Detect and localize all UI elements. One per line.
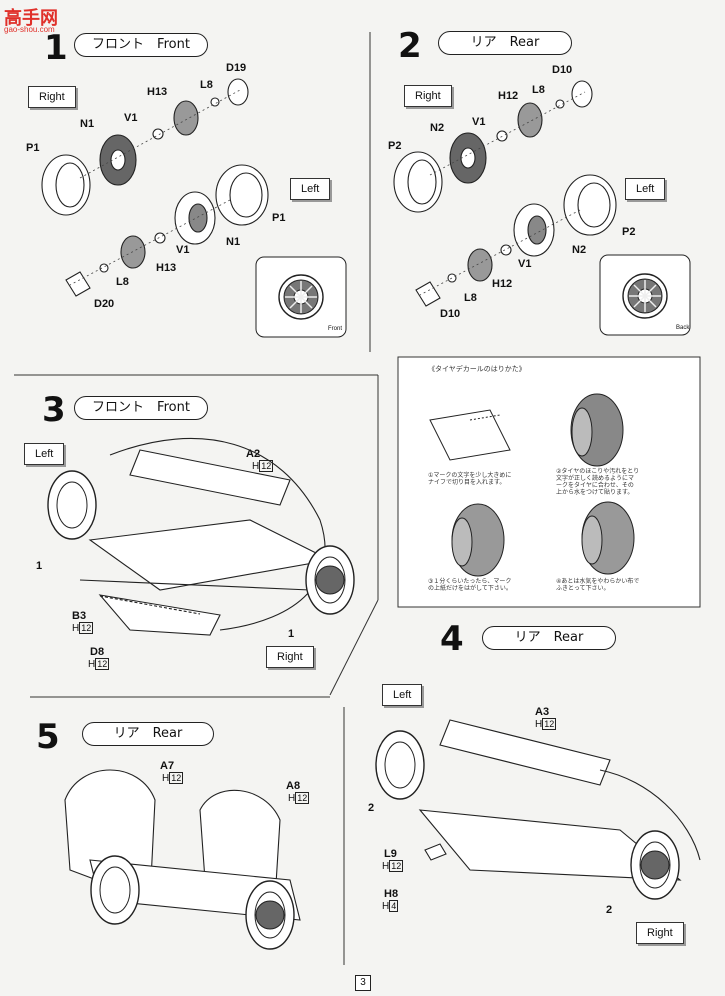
part-l9: L9 — [384, 848, 397, 860]
part-v1: V1 — [124, 112, 138, 124]
part-a7: A7 — [160, 760, 175, 772]
wheel-1-right: 1 — [288, 628, 295, 640]
part-n2: N2 — [430, 122, 445, 134]
part-v1: V1 — [472, 116, 486, 128]
step-4-right-label: Right — [636, 922, 684, 944]
page-number: 3 — [355, 975, 371, 991]
decal-step-2: ②タイヤのほこりや汚れをとり 文字が正しく読めるようにマ ークをタイヤに合わせ、… — [556, 468, 640, 496]
part-h8: H8 — [384, 888, 399, 900]
part-a8: A8 — [286, 780, 301, 792]
part-d8: D8 — [90, 646, 105, 658]
sprue-number: 12 — [169, 772, 184, 784]
part-d10: D10 — [552, 64, 573, 76]
decal-step-3: ③１分くらいたったら、マーク の上紙だけをはがして下さい。 — [428, 578, 512, 592]
sprue-number: 12 — [295, 792, 310, 804]
part-h13: H13 — [147, 86, 168, 98]
part-d10: D10 — [440, 308, 461, 320]
part-p2: P2 — [388, 140, 402, 152]
step-4-title: リア Rear — [482, 626, 616, 650]
step-4-left-label: Left — [382, 684, 423, 706]
part-p1: P1 — [272, 212, 286, 224]
wheel-2-right: 2 — [606, 904, 613, 916]
step-1-number: 1 — [44, 28, 68, 68]
part-n1: N1 — [80, 118, 95, 130]
sprue-number: 12 — [389, 860, 404, 872]
part-l8: L8 — [532, 84, 545, 96]
wheel-1-left: 1 — [36, 560, 43, 572]
watermark-logo: 高手网 — [4, 8, 58, 29]
part-n2: N2 — [572, 244, 587, 256]
step-3-title: フロント Front — [74, 396, 208, 420]
part-h12: H12 — [498, 90, 519, 102]
part-l8: L8 — [464, 292, 477, 304]
part-p2: P2 — [622, 226, 636, 238]
part-h13: H13 — [156, 262, 177, 274]
step-2-number: 2 — [398, 26, 422, 66]
sprue-number: 12 — [95, 658, 110, 670]
part-l8: L8 — [116, 276, 129, 288]
sprue-number: 4 — [389, 900, 399, 912]
part-a3: A3 — [535, 706, 550, 718]
wheel-2-left: 2 — [368, 802, 375, 814]
sprue-number: 12 — [259, 460, 274, 472]
step-2-title: リア Rear — [438, 31, 572, 55]
part-n1: N1 — [226, 236, 241, 248]
part-v1: V1 — [518, 258, 532, 270]
sprue-number: 12 — [79, 622, 94, 634]
decal-step-4: ④あとは水気をやわらかい布で ふきとって下さい。 — [556, 578, 640, 592]
step-2-right-label: Right — [404, 85, 452, 107]
step-1-left-label: Left — [290, 178, 331, 200]
part-h12: H12 — [492, 278, 513, 290]
step-5-title: リア Rear — [82, 722, 214, 746]
step-3-number: 3 — [42, 390, 66, 430]
step-2-left-label: Left — [625, 178, 666, 200]
part-d20: D20 — [94, 298, 115, 310]
part-a2: A2 — [246, 448, 261, 460]
part-p1: P1 — [26, 142, 40, 154]
watermark-url: gao-shou.com — [4, 25, 55, 34]
step-3-right-label: Right — [266, 646, 314, 668]
inset-caption-back: Back — [676, 325, 690, 331]
part-v1: V1 — [176, 244, 190, 256]
sprue-number: 12 — [542, 718, 557, 730]
step-1-right-label: Right — [28, 86, 76, 108]
step-1-title: フロント Front — [74, 33, 208, 57]
part-l8: L8 — [200, 79, 213, 91]
inset-caption-front: Front — [328, 326, 343, 332]
step-3-left-label: Left — [24, 443, 65, 465]
decal-title: 《タイヤデカールのはりかた》 — [428, 365, 526, 373]
decal-step-1: ①マークの文字を少し大きめに ナイフで切り目を入れます。 — [428, 472, 512, 486]
part-d19: D19 — [226, 62, 247, 74]
step-4-number: 4 — [440, 619, 464, 659]
part-b3: B3 — [72, 610, 87, 622]
step-5-number: 5 — [36, 717, 60, 757]
